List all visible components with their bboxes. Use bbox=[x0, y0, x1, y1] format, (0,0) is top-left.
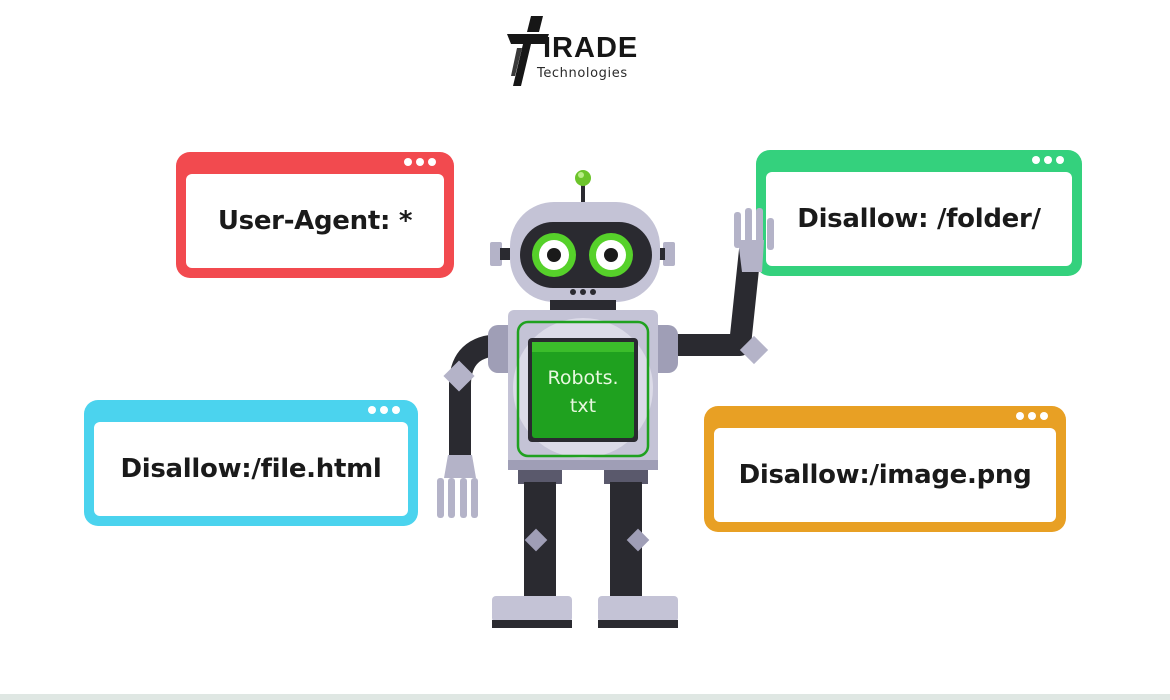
logo-mark-icon bbox=[507, 16, 549, 86]
robot-head-icon bbox=[510, 202, 660, 302]
rule-label: Disallow:/image.png bbox=[738, 460, 1032, 490]
bottom-divider bbox=[0, 694, 1170, 700]
rule-label: Disallow: /folder/ bbox=[797, 204, 1041, 234]
rule-box-disallow-folder: Disallow: /folder/ bbox=[756, 150, 1082, 276]
rule-label: User-Agent: * bbox=[217, 206, 413, 236]
antenna-icon bbox=[575, 170, 591, 202]
right-hand-icon bbox=[734, 208, 774, 272]
rule-box-user-agent: User-Agent: * bbox=[176, 152, 454, 278]
robot-torso-icon: Robots. txt bbox=[508, 310, 658, 470]
rule-box-disallow-file: Disallow:/file.html bbox=[84, 400, 418, 526]
window-dots-icon bbox=[1016, 412, 1048, 420]
rule-box-disallow-image: Disallow:/image.png bbox=[704, 406, 1066, 532]
brand-logo: IRADE Technologies bbox=[505, 14, 665, 88]
logo-subtitle: Technologies bbox=[537, 66, 628, 81]
screen-line-2: txt bbox=[570, 395, 596, 417]
rule-label: Disallow:/file.html bbox=[120, 454, 382, 484]
screen-line-1: Robots. bbox=[547, 367, 618, 389]
window-dots-icon bbox=[1032, 156, 1064, 164]
window-dots-icon bbox=[404, 158, 436, 166]
robot-feet-icon bbox=[492, 596, 678, 628]
window-dots-icon bbox=[368, 406, 400, 414]
logo-wordmark: IRADE bbox=[543, 32, 639, 64]
robot-illustration: Robots. txt bbox=[437, 170, 774, 628]
left-hand-icon bbox=[437, 455, 478, 518]
